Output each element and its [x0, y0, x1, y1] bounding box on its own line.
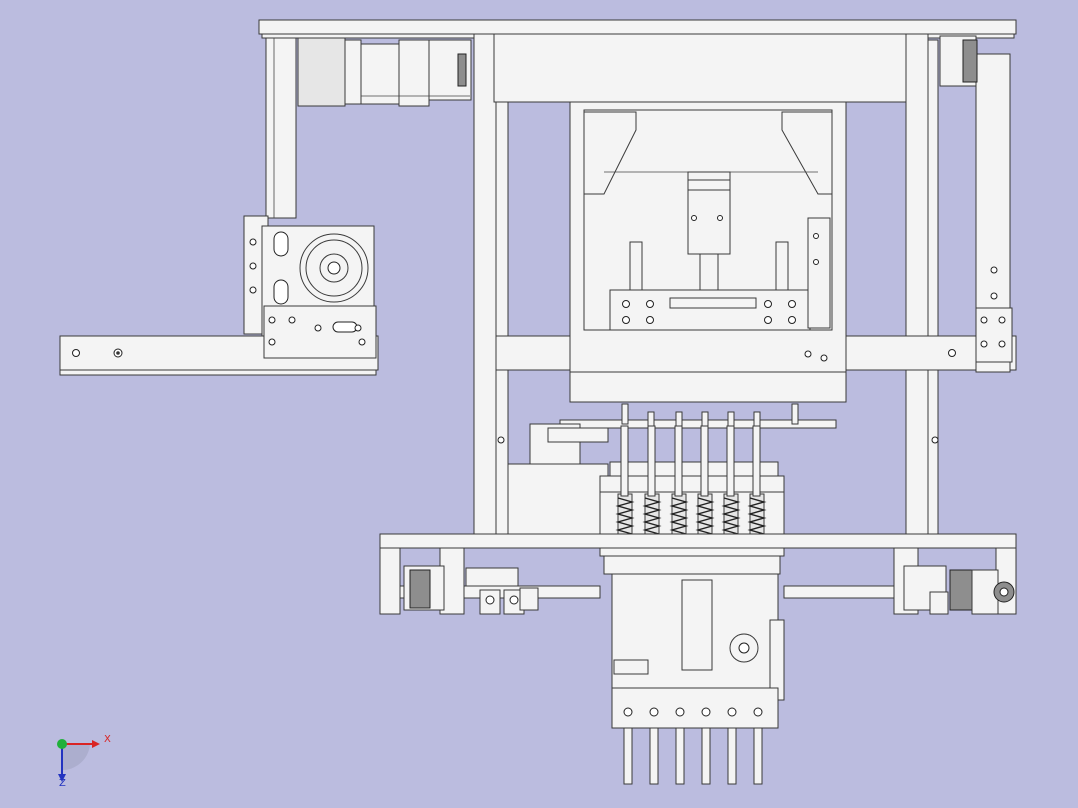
x-axis-arrowhead: [92, 740, 100, 748]
y-axis-dot: [57, 739, 67, 749]
x-axis-label: X: [104, 734, 111, 745]
right-column: [939, 35, 1013, 373]
left-motor-plate: [243, 215, 377, 359]
nozzle-tips: [623, 727, 763, 785]
lower-head-block: [611, 573, 785, 729]
z-axis-label: Z: [59, 778, 66, 789]
center-left-column: [473, 33, 509, 535]
top-motor: [297, 37, 472, 107]
guide-plate: [507, 419, 837, 535]
upper-frame-box: [493, 33, 907, 103]
spring-array: [615, 493, 767, 537]
triad-plane-shading: [62, 744, 90, 771]
central-housing: [569, 101, 847, 403]
orientation-triad[interactable]: [48, 730, 118, 790]
lower-rail-frame: [379, 533, 1017, 615]
center-right-column: [905, 33, 939, 535]
left-drive-wheels: [403, 565, 539, 615]
left-column: [265, 37, 297, 219]
z-axis-arrowhead: [58, 774, 66, 782]
right-drive-wheels: [903, 565, 1015, 615]
